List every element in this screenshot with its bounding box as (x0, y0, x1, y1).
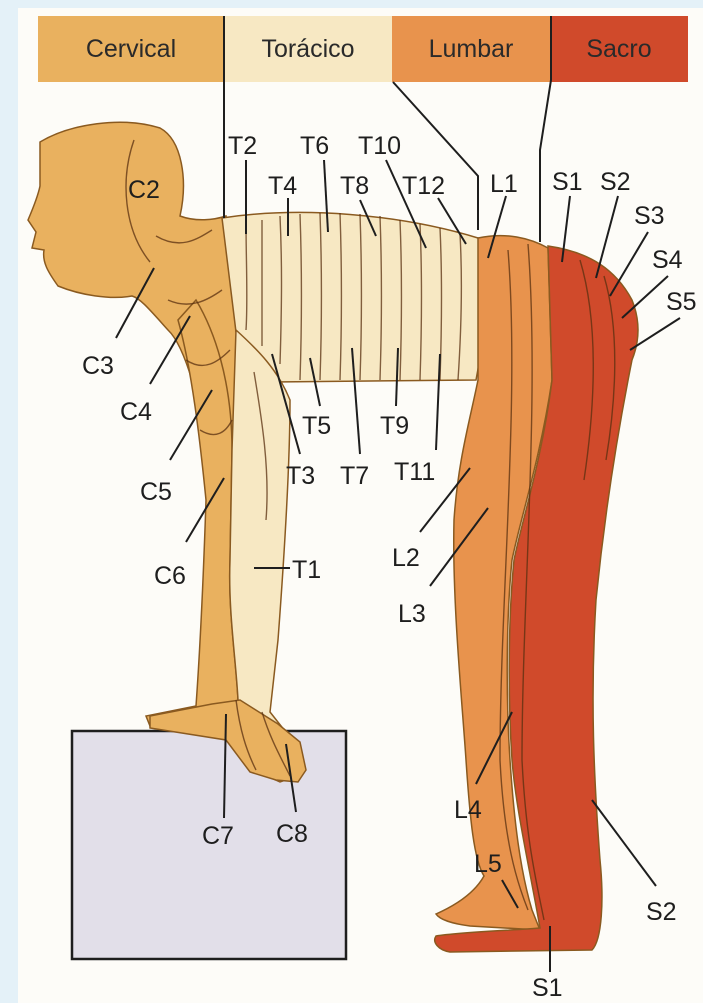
label-s3: S3 (634, 202, 665, 230)
label-l3: L3 (398, 600, 426, 628)
label-l4: L4 (454, 796, 482, 824)
label-t12: T12 (402, 172, 445, 200)
label-c8: C8 (276, 820, 308, 848)
label-l1: L1 (490, 170, 518, 198)
label-l5: L5 (474, 850, 502, 878)
label-s1-foot: S1 (532, 974, 563, 1002)
label-s4: S4 (652, 246, 683, 274)
label-c5: C5 (140, 478, 172, 506)
label-c2: C2 (128, 176, 160, 204)
label-t3: T3 (286, 462, 315, 490)
divider-thoracic-lumbar (393, 82, 478, 230)
label-t4: T4 (268, 172, 297, 200)
label-t8: T8 (340, 172, 369, 200)
label-s5: S5 (666, 288, 697, 316)
label-t9: T9 (380, 412, 409, 440)
derm-line (246, 222, 247, 330)
label-l2: L2 (392, 544, 420, 572)
label-t2: T2 (228, 132, 257, 160)
leader-s2 (596, 196, 618, 278)
label-s2-leg: S2 (646, 898, 677, 926)
label-c7: C7 (202, 822, 234, 850)
label-t10: T10 (358, 132, 401, 160)
label-s2: S2 (600, 168, 631, 196)
label-t1: T1 (292, 556, 321, 584)
label-c4: C4 (120, 398, 152, 426)
label-s1: S1 (552, 168, 583, 196)
label-t5: T5 (302, 412, 331, 440)
label-c6: C6 (154, 562, 186, 590)
label-c3: C3 (82, 352, 114, 380)
divider-lumbar-sacral (540, 16, 551, 242)
label-t6: T6 (300, 132, 329, 160)
label-t7: T7 (340, 462, 369, 490)
leader-s3 (610, 232, 648, 296)
label-t11: T11 (394, 458, 435, 486)
